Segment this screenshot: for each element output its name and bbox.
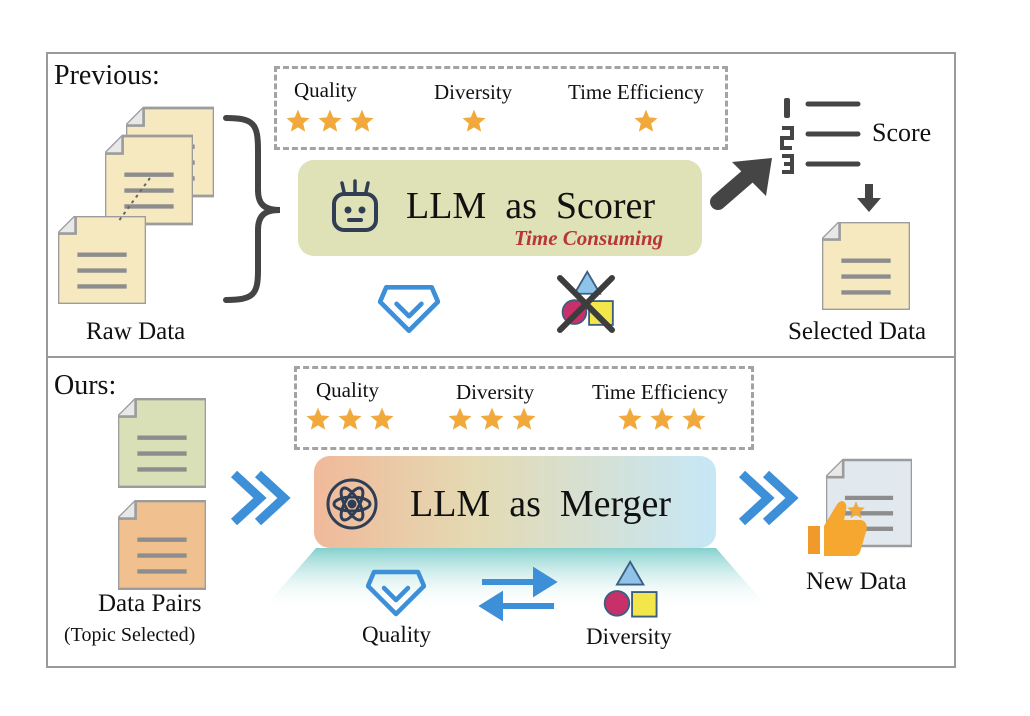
scorer-label: LLM as Scorer xyxy=(406,185,656,227)
diagonal-arrow xyxy=(710,158,772,210)
new-data-label: New Data xyxy=(806,568,907,595)
time-consuming-warning: Time Consuming xyxy=(514,226,664,250)
star-icon xyxy=(338,407,362,430)
score-label: Score xyxy=(872,118,932,147)
chevron-arrow-left xyxy=(230,470,291,526)
star-icon xyxy=(512,407,536,430)
score-list-icon xyxy=(780,98,861,174)
data-pairs-label: Data Pairs xyxy=(98,590,202,617)
curly-brace xyxy=(223,115,281,303)
merger-label: LLM as Merger xyxy=(410,483,672,525)
star-icon xyxy=(682,407,706,430)
topic-selected-label: (Topic Selected) xyxy=(64,624,196,646)
star-icon xyxy=(318,109,342,132)
previous-title: Previous: xyxy=(54,60,160,91)
merger-box xyxy=(314,456,716,548)
star-icon xyxy=(480,407,504,430)
ours-panel xyxy=(46,356,956,668)
quality-label: Quality xyxy=(362,622,431,647)
star-icon xyxy=(350,109,374,132)
star-icon xyxy=(618,407,642,430)
chevron-arrow-right xyxy=(738,470,799,526)
down-arrow xyxy=(857,184,881,212)
ours-title: Ours: xyxy=(54,370,117,401)
ours-criteria-box xyxy=(294,366,754,450)
star-icon xyxy=(650,407,674,430)
thumbs-up-icon xyxy=(808,501,867,556)
previous-criteria-box xyxy=(274,66,728,150)
star-icon xyxy=(448,407,472,430)
atom-icon xyxy=(326,478,378,530)
ours-criterion-efficiency-label: Time Efficiency xyxy=(592,380,728,404)
scorer-box xyxy=(298,160,702,256)
star-icon xyxy=(634,109,658,132)
diversity-crossed-icon xyxy=(557,270,615,333)
raw-data-label: Raw Data xyxy=(86,318,186,345)
ours-criterion-quality-label: Quality xyxy=(316,378,379,402)
diversity-label: Diversity xyxy=(586,624,672,649)
robot-icon xyxy=(332,179,378,232)
star-icon xyxy=(462,109,486,132)
raw-data-docs xyxy=(58,108,214,304)
selected-data-label: Selected Data xyxy=(788,318,927,345)
criterion-efficiency-label: Time Efficiency xyxy=(568,80,704,104)
criterion-quality-label: Quality xyxy=(294,78,357,102)
criterion-diversity-label: Diversity xyxy=(434,80,513,104)
star-icon xyxy=(370,407,394,430)
star-icon xyxy=(286,109,310,132)
star-icon xyxy=(306,407,330,430)
swap-arrows-icon xyxy=(478,566,558,622)
ours-criterion-diversity-label: Diversity xyxy=(456,380,535,404)
